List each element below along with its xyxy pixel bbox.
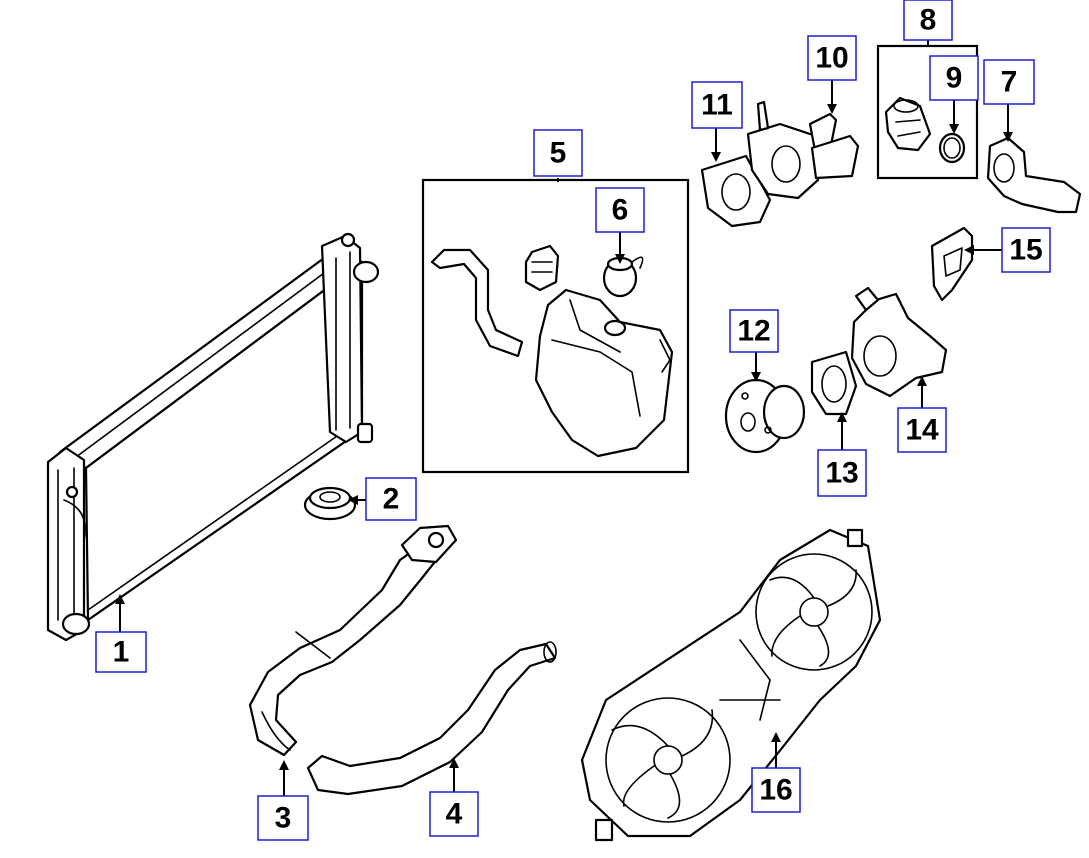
callout-label: 5 (550, 137, 567, 170)
bracket-part[interactable] (930, 226, 974, 302)
callout-13[interactable]: 13 (817, 449, 867, 497)
water-inlet-part[interactable] (986, 136, 1082, 214)
callout-9[interactable]: 9 (929, 55, 979, 101)
callout-11[interactable]: 11 (691, 81, 743, 129)
callout-label: 7 (1001, 66, 1018, 99)
callout-3[interactable]: 3 (257, 795, 309, 841)
callout-15[interactable]: 15 (1001, 227, 1051, 273)
reservoir-tank-part[interactable] (534, 288, 674, 458)
radiator-part[interactable] (46, 232, 380, 642)
callout-label: 6 (612, 194, 629, 227)
cooling-fan-shroud-part[interactable] (580, 528, 882, 842)
reservoir-group-box (421, 178, 690, 474)
callout-label: 4 (446, 798, 463, 831)
thermostat-part[interactable] (884, 96, 932, 152)
callout-label: 8 (920, 4, 937, 37)
reservoir-bracket-part[interactable] (524, 244, 560, 292)
callout-label: 1 (113, 636, 130, 669)
callout-label: 9 (946, 62, 963, 95)
callout-10[interactable]: 10 (807, 35, 857, 81)
o-ring-part[interactable] (938, 132, 966, 164)
callout-6[interactable]: 6 (595, 187, 645, 233)
callout-label: 10 (815, 42, 848, 75)
water-pump-pulley-part[interactable] (724, 378, 806, 454)
callout-12[interactable]: 12 (729, 309, 779, 353)
callout-1[interactable]: 1 (95, 631, 147, 673)
callout-2[interactable]: 2 (365, 477, 417, 521)
callout-label: 12 (737, 315, 770, 348)
reservoir-cap-part[interactable] (602, 256, 644, 298)
callout-label: 16 (759, 774, 792, 807)
callout-label: 14 (905, 414, 939, 447)
pump-gasket-part[interactable] (810, 350, 858, 416)
water-outlet-part[interactable] (746, 100, 860, 200)
callout-label: 2 (383, 483, 400, 516)
callout-label: 11 (701, 89, 733, 122)
lower-hose-part[interactable] (306, 641, 557, 796)
gasket-part[interactable] (700, 154, 772, 228)
reservoir-hose-part[interactable] (430, 248, 524, 358)
radiator-cap-part[interactable] (303, 486, 357, 521)
callout-label: 13 (825, 457, 858, 490)
callout-5[interactable]: 5 (533, 129, 583, 177)
leader-lines (115, 40, 1013, 796)
water-pump-housing-part[interactable] (850, 286, 948, 398)
callout-label: 15 (1009, 234, 1042, 267)
callout-4[interactable]: 4 (429, 791, 479, 837)
callout-16[interactable]: 16 (751, 767, 801, 813)
upper-hose-part[interactable] (248, 524, 458, 757)
callout-14[interactable]: 14 (897, 407, 947, 453)
callout-7[interactable]: 7 (983, 59, 1035, 105)
callout-8[interactable]: 8 (903, 0, 953, 41)
callout-label: 3 (275, 802, 292, 835)
